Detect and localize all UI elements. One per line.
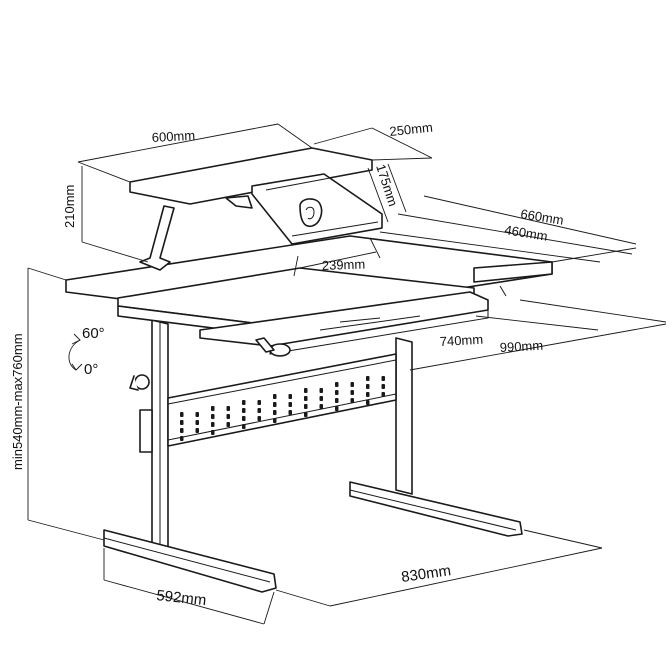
perforation-slot [288,410,292,415]
perforation-slot [366,384,370,389]
book-stand [251,173,383,245]
perforation-slot [226,414,230,419]
perforation-slot [335,398,339,403]
perforation-slot [319,396,323,401]
left-leg [103,319,277,593]
label-desk-depth: 990mm [499,338,543,355]
perforation-slot [257,400,261,405]
label-top-height: 210mm [62,185,77,228]
perforation-slot [335,382,339,387]
perforation-slot [319,388,323,393]
perforation-slot [273,394,277,399]
perforation-slot [242,416,246,421]
perforation-slot [381,384,385,389]
label-depth-a: 660mm [520,206,565,228]
perforation-slot [366,400,370,405]
label-foot-length: 592mm [156,587,208,609]
perforation-slot [319,404,323,409]
perforation-slot [335,406,339,411]
perforation-slot [195,412,199,417]
label-stand-height: 175mm [373,162,401,208]
perforation-slot [304,396,308,401]
right-leg [349,337,523,537]
label-top-width: 600mm [151,128,195,145]
label-top-depth: 250mm [389,120,434,139]
perforation-slot [211,414,215,419]
crossbar-perforations [180,376,385,441]
label-base-width: 830mm [400,562,452,586]
perforation-slot [180,420,184,425]
perforation-slot [304,412,308,417]
perforation-slot [180,436,184,441]
perforation-slot [257,408,261,413]
label-height-range: min540mm-max760mm [10,333,25,470]
perforation-slot [366,376,370,381]
perforation-slot [381,376,385,381]
perforation-slot [211,406,215,411]
perforation-slot [195,420,199,425]
perforation-slot [257,416,261,421]
perforation-slot [350,382,354,387]
perforation-slot [366,392,370,397]
perforation-slot [226,406,230,411]
perforation-slot [350,398,354,403]
label-tilt-min: 0° [84,361,98,378]
perforation-slot [304,388,308,393]
perforation-slot [211,422,215,427]
dimension-lines [27,123,667,625]
perforation-slot [273,418,277,423]
crossbar [167,353,397,447]
perforation-slot [288,402,292,407]
front-tray [199,291,489,357]
label-tilt-max: 60° [82,325,105,342]
perforation-slot [195,428,199,433]
perforation-slot [180,428,184,433]
perforation-slot [273,410,277,415]
perforation-slot [304,404,308,409]
perforation-slot [180,412,184,417]
perforation-slot [381,392,385,397]
perforation-slot [226,422,230,427]
perforation-slot [288,394,292,399]
perforation-slot [242,400,246,405]
label-depth-b: 460mm [504,222,549,244]
perforation-slot [242,424,246,429]
label-stand-width: 239mm [322,256,366,273]
desk-drawing [65,147,553,593]
perforation-slot [211,430,215,435]
label-tray-width: 740mm [439,332,483,349]
upper-shelf [129,147,373,271]
perforation-slot [242,408,246,413]
dimension-labels: 600mm 250mm 210mm 175mm 660mm 460mm 239m… [10,120,565,610]
perforation-slot [350,390,354,395]
perforation-slot [335,390,339,395]
perforation-slot [273,402,277,407]
